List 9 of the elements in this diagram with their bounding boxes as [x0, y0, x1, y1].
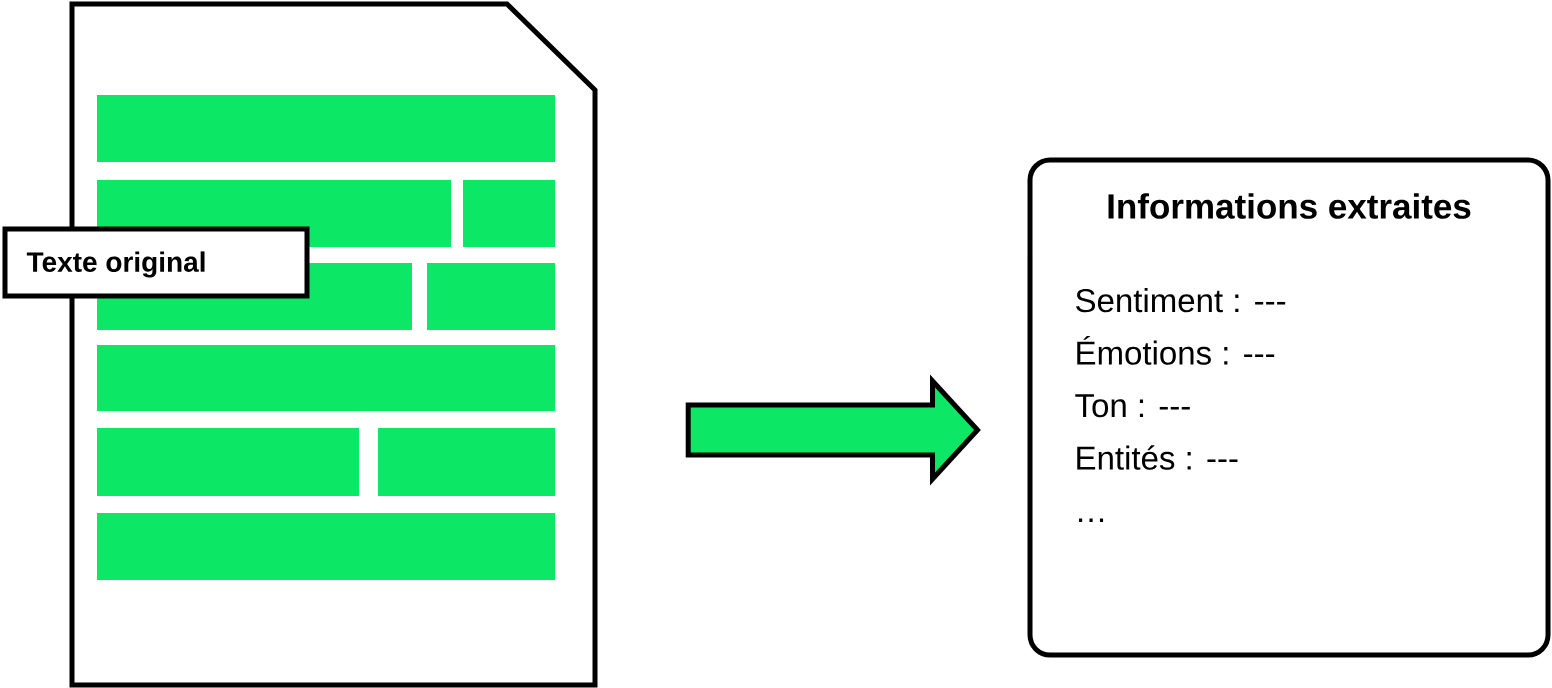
field-line: Émotions : ---	[1077, 335, 1275, 365]
field-line: Entités : ---	[1077, 445, 1238, 470]
box-heading: Informations extraites	[1108, 193, 1471, 219]
info-box	[1027, 157, 1551, 658]
field-line: Ton : ---	[1075, 394, 1190, 418]
field-line: …	[1079, 518, 1104, 522]
block-arrow	[685, 374, 981, 486]
label-box: Texte original	[2, 226, 310, 299]
field-line: Sentiment : ---	[1076, 288, 1286, 313]
